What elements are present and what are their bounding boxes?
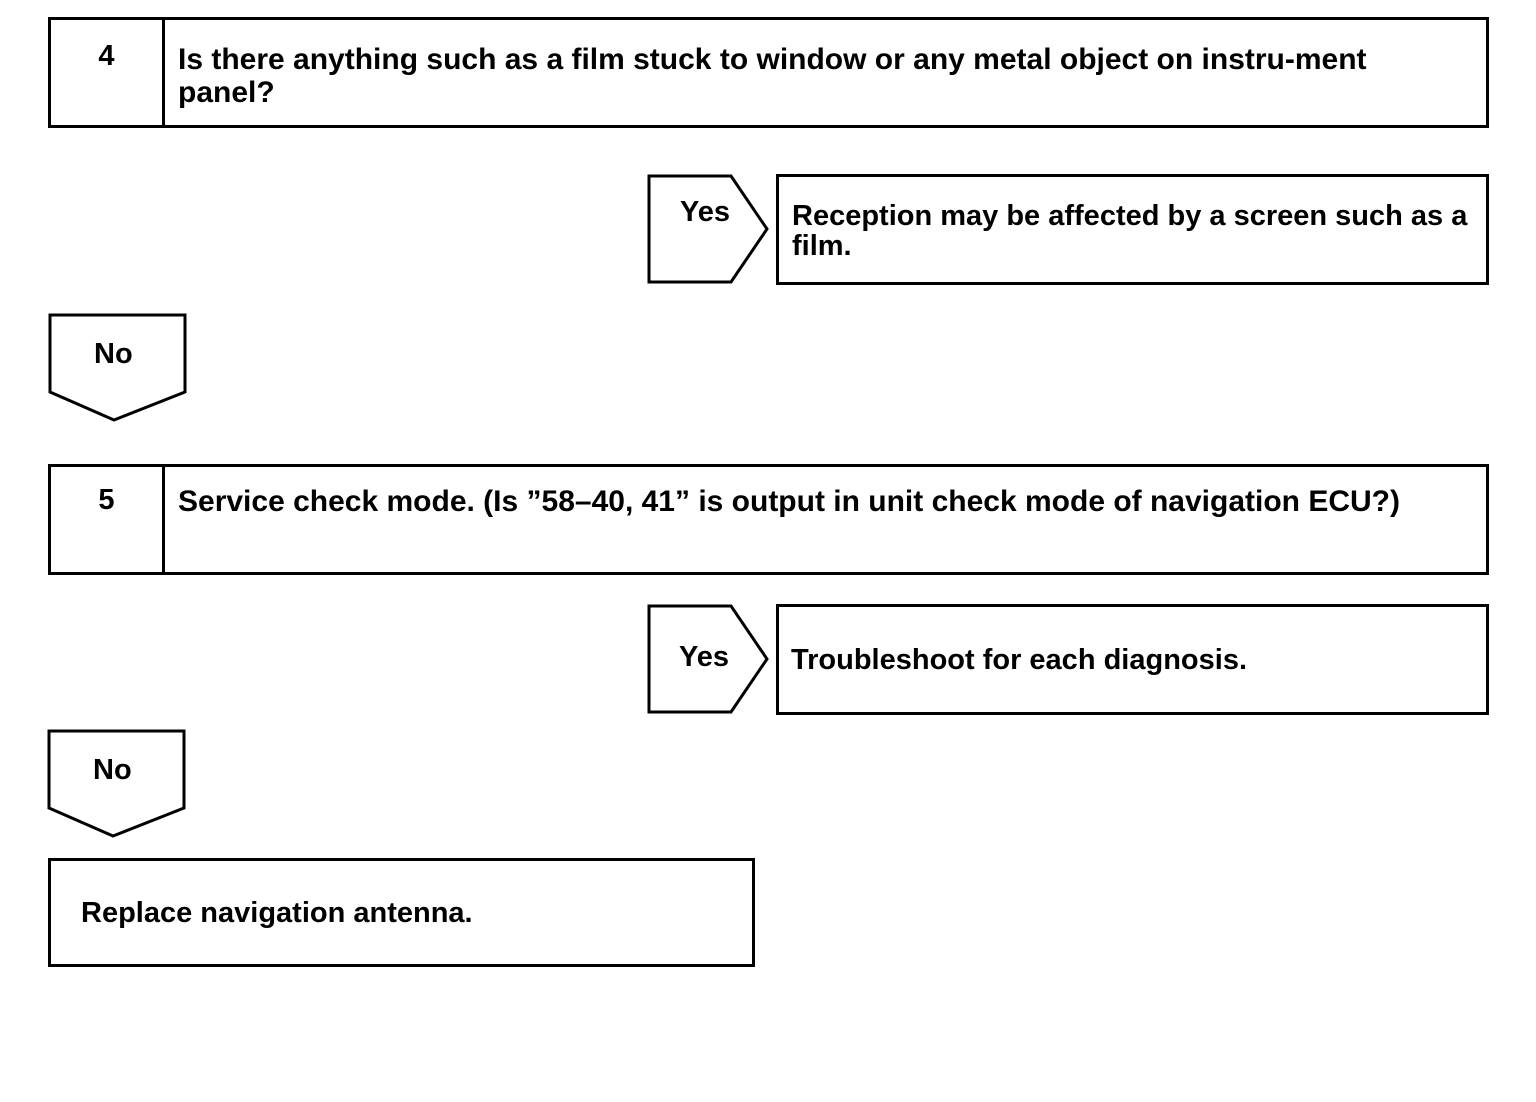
step-4-no-arrow — [48, 313, 187, 422]
step-4-no-label: No — [94, 338, 133, 370]
step-5-no-arrow — [47, 729, 186, 838]
step-5-no-label: No — [93, 754, 132, 786]
step-5-yes-result: Troubleshoot for each diagnosis. — [776, 604, 1489, 715]
step-4-yes-arrow — [647, 174, 769, 284]
step-4-yes-label: Yes — [680, 196, 730, 228]
step-4-number: 4 — [51, 20, 165, 125]
step-4-question: Is there anything such as a film stuck t… — [178, 43, 1367, 109]
final-action-box: Replace navigation antenna. — [48, 858, 755, 967]
step-5-number: 5 — [51, 467, 165, 572]
step-4-box: 4 Is there anything such as a film stuck… — [48, 17, 1489, 128]
step-4-yes-result: Reception may be affected by a screen su… — [776, 174, 1489, 285]
step-5-box: 5 Service check mode. (Is ”58–40, 41” is… — [48, 464, 1489, 575]
step-5-question: Service check mode. (Is ”58–40, 41” is o… — [178, 485, 1400, 518]
step-5-yes-label: Yes — [679, 641, 729, 673]
step-5-yes-arrow — [647, 604, 769, 714]
